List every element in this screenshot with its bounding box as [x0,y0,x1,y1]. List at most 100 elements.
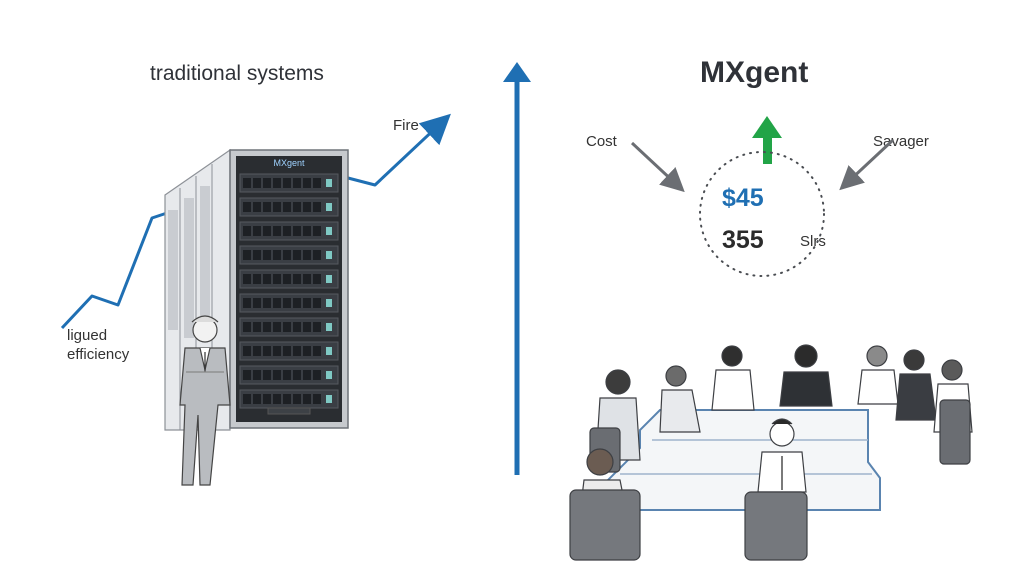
divider-arrow-icon [503,62,531,475]
drive-slot [253,202,261,212]
drive-slot [313,322,321,332]
drive-slot [293,274,301,284]
drive-slot [243,202,251,212]
drive-slot [273,346,281,356]
drive-slot [253,274,261,284]
drive-slot [283,370,291,380]
drive-slot [273,178,281,188]
drive-slot [243,274,251,284]
drive-slot [243,178,251,188]
drive-slot [243,346,251,356]
drive-slot [313,370,321,380]
status-led [326,179,332,187]
drive-slot [273,250,281,260]
status-led [326,323,332,331]
server-rack: MXgent [229,149,349,429]
businessman-figure [179,315,231,486]
trend-label-bottom: ligued efficiency [67,326,129,364]
value-dotted-ring [699,151,825,277]
drive-slot [313,298,321,308]
drive-slot [283,178,291,188]
person-front-2 [757,418,807,493]
drive-slot [303,202,311,212]
left-panel-title: traditional systems [150,62,324,85]
drive-slot [293,298,301,308]
cost-label: Cost [586,133,617,150]
status-led [326,275,332,283]
person-back-4 [779,344,833,407]
status-led [326,203,332,211]
drive-slot [253,178,261,188]
drive-slot [313,250,321,260]
drive-slot [263,298,271,308]
drive-slot [263,178,271,188]
trend-label-bottom-line2: efficiency [67,346,130,363]
secondary-value-suffix: Slrs [800,233,826,250]
drive-slot [263,322,271,332]
drive-slot [273,226,281,236]
cost-arrow-icon [630,141,685,193]
growth-up-arrow-icon [752,116,782,164]
drive-slot [273,370,281,380]
savings-arrow-icon [839,138,895,191]
drive-slot [263,370,271,380]
server-brand-label: MXgent [273,158,305,168]
drive-slot [263,226,271,236]
person-back-6 [895,349,937,421]
drive-slot [303,178,311,188]
drive-slot [263,394,271,404]
drive-slot [253,250,261,260]
drive-slot [283,298,291,308]
drive-slot [293,346,301,356]
drive-slot [303,298,311,308]
status-led [326,227,332,235]
drive-slot [243,394,251,404]
front-chair-2 [744,491,808,561]
drive-slot [283,250,291,260]
status-led [326,371,332,379]
conference-table [599,409,881,511]
drive-slot [293,226,301,236]
person-back-3 [711,345,755,411]
drive-slot [313,274,321,284]
drive-slot [313,202,321,212]
drive-slot [303,394,311,404]
front-chair-1 [569,489,641,561]
drive-slot [273,322,281,332]
drive-slot [283,202,291,212]
drive-slot [303,346,311,356]
drive-slot [263,274,271,284]
drive-slot [293,370,301,380]
drive-slot [313,226,321,236]
drive-slot [263,346,271,356]
status-led [326,299,332,307]
drive-slot [243,226,251,236]
drive-slot [263,250,271,260]
drive-slot [303,250,311,260]
status-led [326,395,332,403]
drive-slot [313,394,321,404]
drive-slot [313,346,321,356]
drive-slot [273,394,281,404]
drive-slot [283,346,291,356]
drive-slot [273,274,281,284]
drive-slot [293,250,301,260]
drive-slot [253,322,261,332]
drive-slot [253,370,261,380]
drive-slot [253,394,261,404]
status-led [326,251,332,259]
trend-label-bottom-line1: ligued [67,327,108,344]
drive-slot [293,202,301,212]
drive-slot [273,298,281,308]
drive-slot [293,322,301,332]
drive-slot [283,226,291,236]
meeting-people [569,344,973,561]
drive-slot [303,226,311,236]
drive-slot [283,322,291,332]
drive-slot [273,202,281,212]
drive-slot [313,178,321,188]
drive-slot [283,274,291,284]
drive-slot [243,370,251,380]
drive-slot [293,394,301,404]
